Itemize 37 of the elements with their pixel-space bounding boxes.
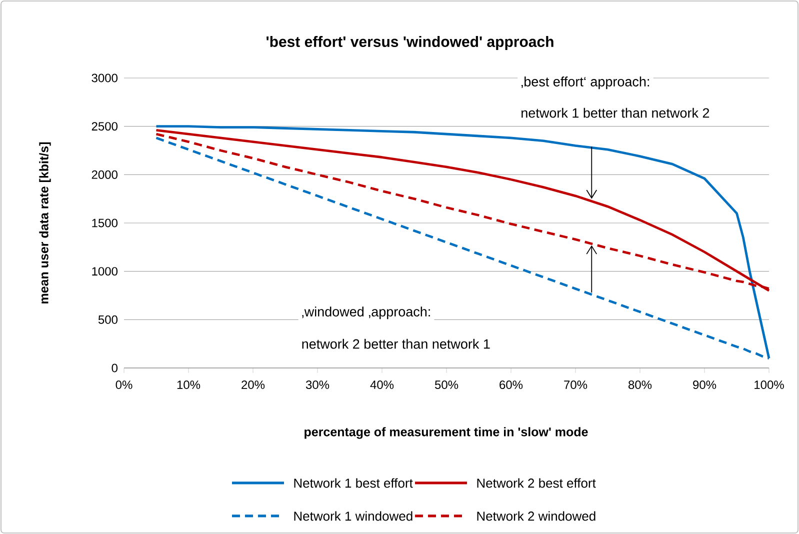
x-tick-label: 30% <box>306 380 330 390</box>
legend-label: Network 1 best effort <box>294 478 413 488</box>
annotation-text: ‚best effort‘ approach: <box>518 74 654 92</box>
annotation: ‚best effort‘ approach: <box>521 76 649 90</box>
legend-label: Network 2 windowed <box>477 511 596 521</box>
x-tick-label: 10% <box>177 380 200 390</box>
legend-entry: Network 2 windowed <box>415 511 596 521</box>
y-tick-label: 2500 <box>92 122 118 131</box>
x-tick-label: 70% <box>564 380 588 390</box>
legend-label: Network 1 windowed <box>294 511 412 521</box>
y-tick-label: 2000 <box>92 170 118 179</box>
legend-entry: Network 1 windowed <box>232 511 412 521</box>
annotation: network 1 better than network 2 <box>522 108 710 118</box>
legend-entry: Network 2 best effort <box>415 478 596 488</box>
x-tick-label: 40% <box>370 380 394 390</box>
y-tick-label: 500 <box>98 315 118 324</box>
legend-entry: Network 1 best effort <box>232 478 413 488</box>
chart-title: 'best effort' versus 'windowed' approach <box>266 36 554 50</box>
annotation-text: network 1 better than network 2 <box>518 104 713 121</box>
annotation-text: ‚windowed ‚approach: <box>298 304 434 322</box>
x-tick-label: 90% <box>693 380 716 390</box>
annotation: ‚windowed ‚approach: <box>302 306 430 320</box>
y-tick-label: 1000 <box>92 267 118 276</box>
legend-label: Network 2 best effort <box>477 478 596 488</box>
axis-title: percentage of measurement time in 'slow' mode <box>304 427 588 439</box>
annotation-text: network 2 better than network 1 <box>298 336 494 352</box>
x-tick-label: 50% <box>434 380 458 390</box>
y-tick-label: 0 <box>112 364 118 372</box>
x-tick-label: 0% <box>116 380 132 390</box>
x-tick-label: 20% <box>242 380 265 390</box>
x-tick-label: 100% <box>754 380 784 390</box>
x-tick-label: 60% <box>500 380 523 390</box>
axis-title: mean user data rate [kbit/s] <box>39 142 51 304</box>
x-tick-label: 80% <box>628 380 652 390</box>
y-tick-label: 3000 <box>92 74 118 82</box>
annotation: network 2 better than network 1 <box>302 338 490 349</box>
y-tick-label: 1500 <box>92 218 118 228</box>
